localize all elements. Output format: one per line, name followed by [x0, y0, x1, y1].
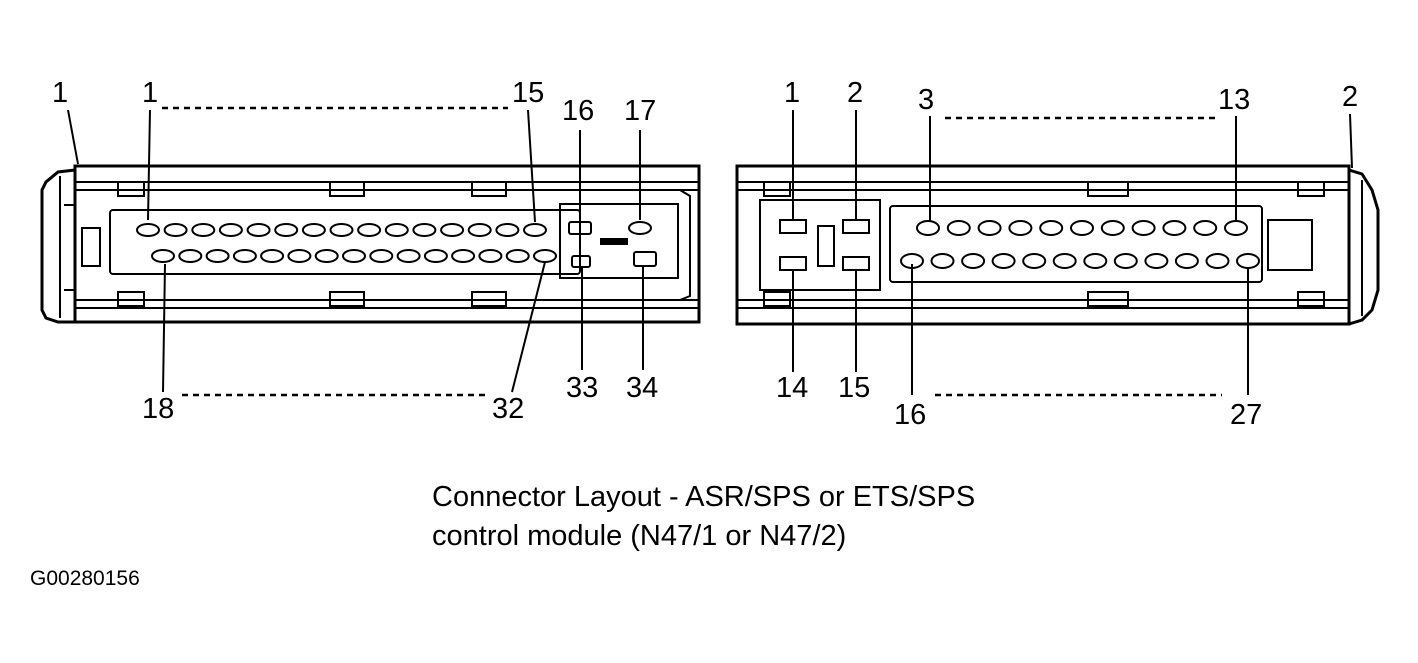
right-pin-11: [1162, 220, 1187, 236]
right-pin1-label: 1: [784, 77, 800, 109]
caption-line-2: control module (N47/1 or N47/2): [432, 520, 847, 552]
right-pin-1: [779, 219, 807, 234]
left-pin32-leader: [511, 261, 546, 393]
left-pin-1: [136, 223, 160, 237]
left-connector: [40, 164, 701, 324]
right-pin-8: [1070, 220, 1094, 236]
left-pin15-leader: [527, 109, 536, 223]
right-pin-2: [842, 219, 870, 234]
left-pin-20: [205, 249, 230, 263]
left-pin-29: [451, 249, 476, 263]
left-pin-8: [329, 223, 354, 237]
left-pin-11: [412, 223, 437, 237]
right-pin-3: [916, 220, 940, 236]
right-pin-row-2: [900, 253, 1260, 269]
left-pin34-label: 34: [626, 372, 658, 404]
left-pin-15: [523, 223, 547, 237]
left-pin-27: [396, 249, 421, 263]
left-pin-33: [571, 255, 591, 268]
figure-id: G00280156: [30, 567, 140, 590]
left-pin-row-1: [136, 223, 547, 237]
left-pin17-label: 17: [624, 95, 656, 127]
left-pin-19: [178, 249, 203, 263]
right-connector: [735, 164, 1380, 326]
right-pin-7: [1039, 220, 1064, 236]
right-housing-label: 2: [1342, 81, 1358, 113]
left-pin18-label: 18: [142, 393, 174, 425]
left-pin-10: [384, 223, 409, 237]
right-pin-21: [1052, 253, 1077, 269]
left-pin-30: [478, 249, 503, 263]
left-pin-34: [633, 251, 657, 267]
right-pin-26: [1205, 253, 1230, 269]
right-pin-25: [1174, 253, 1199, 269]
right-pin2-label: 2: [847, 77, 863, 109]
left-pin32-label: 32: [492, 393, 524, 425]
left-pin-31: [505, 249, 530, 263]
right-pin-4: [946, 220, 971, 236]
right-pin-13: [1224, 220, 1248, 236]
left-pin-16: [568, 221, 592, 235]
right-connector-latch: [1348, 168, 1380, 326]
right-pin-9: [1100, 220, 1125, 236]
left-pin-9: [357, 223, 382, 237]
left-connector-latch: [40, 168, 76, 324]
left-pin-12: [440, 223, 465, 237]
left-pin-24: [314, 249, 339, 263]
right-pin3-label: 3: [918, 84, 934, 116]
right-pin-5: [977, 220, 1002, 236]
left-pin-14: [495, 223, 520, 237]
left-pin15-label: 15: [512, 77, 544, 109]
left-pin33-label: 33: [566, 372, 598, 404]
left-pin-5: [246, 223, 271, 237]
right-pin14-label: 14: [776, 372, 808, 404]
left-pin-7: [301, 223, 326, 237]
left-housing-leader: [67, 109, 79, 165]
left-housing-label: 1: [52, 77, 68, 109]
caption-line-1: Connector Layout - ASR/SPS or ETS/SPS: [432, 481, 976, 513]
right-pin-24: [1144, 253, 1169, 269]
right-pin-18: [961, 253, 986, 269]
left-pin-22: [260, 249, 285, 263]
right-pin-17: [930, 253, 955, 269]
left-pin-32: [533, 249, 557, 263]
left-pin-21: [232, 249, 257, 263]
right-pin-12: [1193, 220, 1218, 236]
left-pin-row-2: [151, 249, 557, 263]
right-pin-19: [991, 253, 1016, 269]
right-pin-10: [1131, 220, 1156, 236]
left-connector-housing: [73, 164, 701, 324]
right-connector-housing: [735, 164, 1351, 326]
left-pin-23: [287, 249, 312, 263]
left-pin-4: [218, 223, 243, 237]
left-pin-26: [369, 249, 394, 263]
right-pin13-label: 13: [1218, 84, 1250, 116]
right-pin-row-1: [916, 220, 1248, 236]
left-pin-3: [191, 223, 216, 237]
left-pin18-leader: [162, 263, 166, 393]
right-pin-22: [1083, 253, 1108, 269]
right-pin27-label: 27: [1230, 399, 1262, 431]
left-pin-18: [151, 249, 175, 263]
right-pin-6: [1008, 220, 1033, 236]
right-pin-23: [1113, 253, 1138, 269]
left-pin-17: [628, 221, 652, 235]
right-housing-leader: [1349, 113, 1353, 169]
left-pin16-label: 16: [562, 95, 594, 127]
right-pin-27: [1236, 253, 1260, 269]
right-pin-15: [842, 256, 870, 271]
left-pin-2: [163, 223, 188, 237]
diagram-caption: Connector Layout - ASR/SPS or ETS/SPS co…: [432, 478, 975, 556]
left-pin-25: [342, 249, 366, 263]
left-pin1-label: 1: [142, 77, 158, 109]
right-pin-20: [1022, 253, 1047, 269]
left-pin-6: [274, 223, 299, 237]
left-pin1-leader: [147, 109, 151, 221]
left-pin-13: [467, 223, 492, 237]
right-pin-14: [779, 256, 807, 271]
left-pin-28: [423, 249, 448, 263]
right-pin15-label: 15: [838, 372, 870, 404]
right-pin16-label: 16: [894, 399, 926, 431]
